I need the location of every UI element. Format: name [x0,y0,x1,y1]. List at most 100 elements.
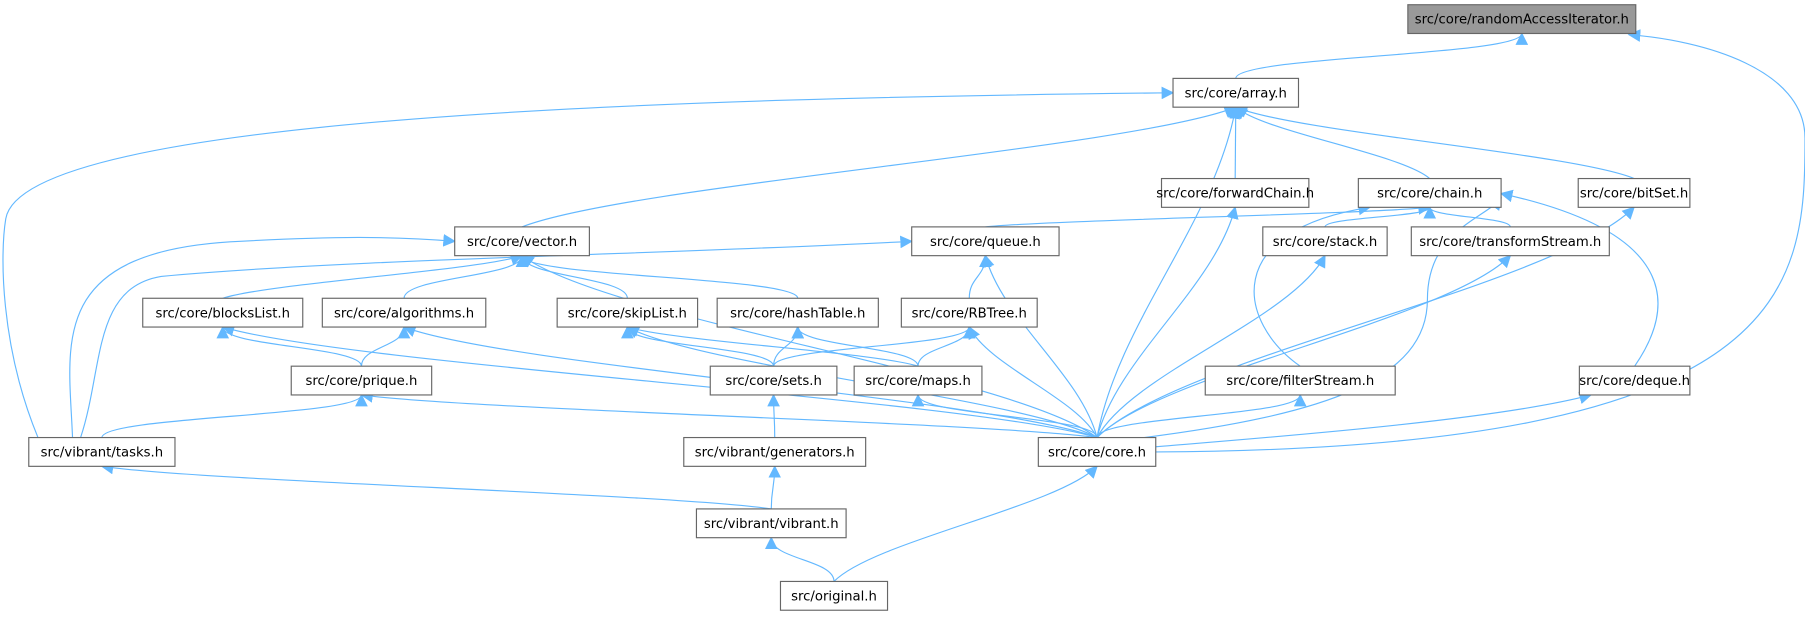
node-vibrant[interactable]: src/vibrant/vibrant.h [695,508,847,539]
edge-prique-to-blocksList [216,325,363,367]
edge-core-to-RBTree [968,325,1098,438]
node-box [1410,226,1610,257]
node-box [1204,365,1396,396]
node-box [709,365,838,396]
node-label: src/core/vector.h [467,235,577,250]
edge-core-to-prique [360,390,1098,439]
node-label: src/core/forwardChain.h [1156,187,1314,202]
node-prique[interactable]: src/core/prique.h [290,365,433,396]
edge-tasks-to-prique [101,393,368,438]
edge-filterStream-to-chain [1253,202,1372,367]
node-maps[interactable]: src/core/maps.h [853,365,983,396]
edge-core-to-blocksList [221,324,1098,439]
node-box [1578,365,1691,396]
node-box [1577,177,1691,208]
node-core[interactable]: src/core/core.h [1037,436,1157,467]
node-chain[interactable]: src/core/chain.h [1357,177,1502,208]
edge-core-to-vector [521,254,1098,439]
node-box [716,297,879,328]
node-label: src/core/blocksList.h [155,306,290,321]
node-label: src/core/core.h [1048,446,1146,461]
edge-array-to-randomAccessIterator [1235,32,1529,79]
node-original[interactable]: src/original.h [779,580,889,611]
node-stack[interactable]: src/core/stack.h [1262,226,1388,257]
node-hashTable[interactable]: src/core/hashTable.h [716,297,879,328]
node-label: src/core/randomAccessIterator.h [1415,13,1629,28]
node-box [911,226,1060,257]
edge-vibrant-to-generators [768,465,782,509]
node-label: src/vibrant/tasks.h [41,446,163,461]
node-skipList[interactable]: src/core/skipList.h [556,297,699,328]
edge-core-to-forwardChain [1096,206,1239,438]
edge-tasks-to-vector [69,234,456,438]
node-label: src/core/filterStream.h [1226,374,1374,389]
node-box [321,297,487,328]
node-box [683,436,867,467]
edge-core-to-randomAccessIterator [1155,29,1805,453]
edge-core-to-filterStream [1096,393,1307,438]
node-tasks[interactable]: src/vibrant/tasks.h [28,436,176,467]
edge-maps-to-skipList [626,324,919,367]
node-randomAccessIterator: src/core/randomAccessIterator.h [1407,4,1637,35]
node-label: src/core/hashTable.h [730,306,865,321]
edge-vector-to-array [521,105,1237,228]
edge-core-to-transformStream [1096,254,1512,438]
node-vector[interactable]: src/core/vector.h [454,226,590,257]
edge-algorithms-to-vector [403,254,529,299]
node-label: src/original.h [791,589,877,604]
edge-maps-to-hashTable [791,325,919,367]
node-label: src/core/prique.h [306,374,418,389]
edge-core-to-queue [982,254,1098,438]
edge-core-to-array [1096,105,1240,438]
node-filterStream[interactable]: src/core/filterStream.h [1204,365,1396,396]
node-box [1262,226,1388,257]
edge-generators-to-sets [767,393,780,438]
node-box [1172,77,1300,108]
edge-core-to-maps [911,393,1098,438]
node-label: src/core/array.h [1185,86,1287,101]
node-label: src/vibrant/vibrant.h [704,517,839,532]
node-queue[interactable]: src/core/queue.h [911,226,1060,257]
edge-core-to-stack [1096,254,1326,438]
edge-core-to-chain [1144,197,1502,439]
node-label: src/core/sets.h [725,374,822,389]
node-box [290,365,433,396]
node-box [900,297,1038,328]
node-sets[interactable]: src/core/sets.h [709,365,838,396]
node-label: src/core/maps.h [865,374,971,389]
edge-chain-to-array [1234,106,1431,179]
edge-tasks-to-array [2,86,1175,438]
node-label: src/core/transformStream.h [1419,235,1601,250]
edge-original-to-vibrant [764,536,835,582]
node-label: src/core/RBTree.h [912,306,1027,321]
node-label: src/core/algorithms.h [334,306,474,321]
node-transformStream[interactable]: src/core/transformStream.h [1410,226,1610,257]
node-forwardChain[interactable]: src/core/forwardChain.h [1156,177,1314,208]
node-label: src/core/queue.h [930,235,1041,250]
node-blocksList[interactable]: src/core/blocksList.h [142,297,304,328]
edge-sets-to-RBTree [772,325,976,367]
edge-bitSet-to-array [1234,105,1635,180]
node-box [1160,177,1310,208]
edge-tasks-to-queue [80,235,913,438]
node-label: src/core/skipList.h [568,306,687,321]
node-RBTree[interactable]: src/core/RBTree.h [900,297,1038,328]
node-generators[interactable]: src/vibrant/generators.h [683,436,867,467]
edge-blocksList-to-vector [222,253,524,299]
edge-maps-to-RBTree [917,325,976,367]
edge-original-to-core [833,465,1098,582]
node-deque[interactable]: src/core/deque.h [1578,365,1691,396]
edge-queue-to-chain [985,202,1431,228]
edge-core-to-deque [1155,391,1593,448]
node-bitSet[interactable]: src/core/bitSet.h [1577,177,1691,208]
node-box [1037,436,1157,467]
edge-RBTree-to-queue [968,254,992,299]
edge-vibrant-to-tasks [100,461,772,510]
node-algorithms[interactable]: src/core/algorithms.h [321,297,487,328]
node-box [853,365,983,396]
node-array[interactable]: src/core/array.h [1172,77,1300,108]
node-label: src/core/stack.h [1273,235,1378,250]
node-box [779,580,889,611]
node-box [695,508,847,539]
